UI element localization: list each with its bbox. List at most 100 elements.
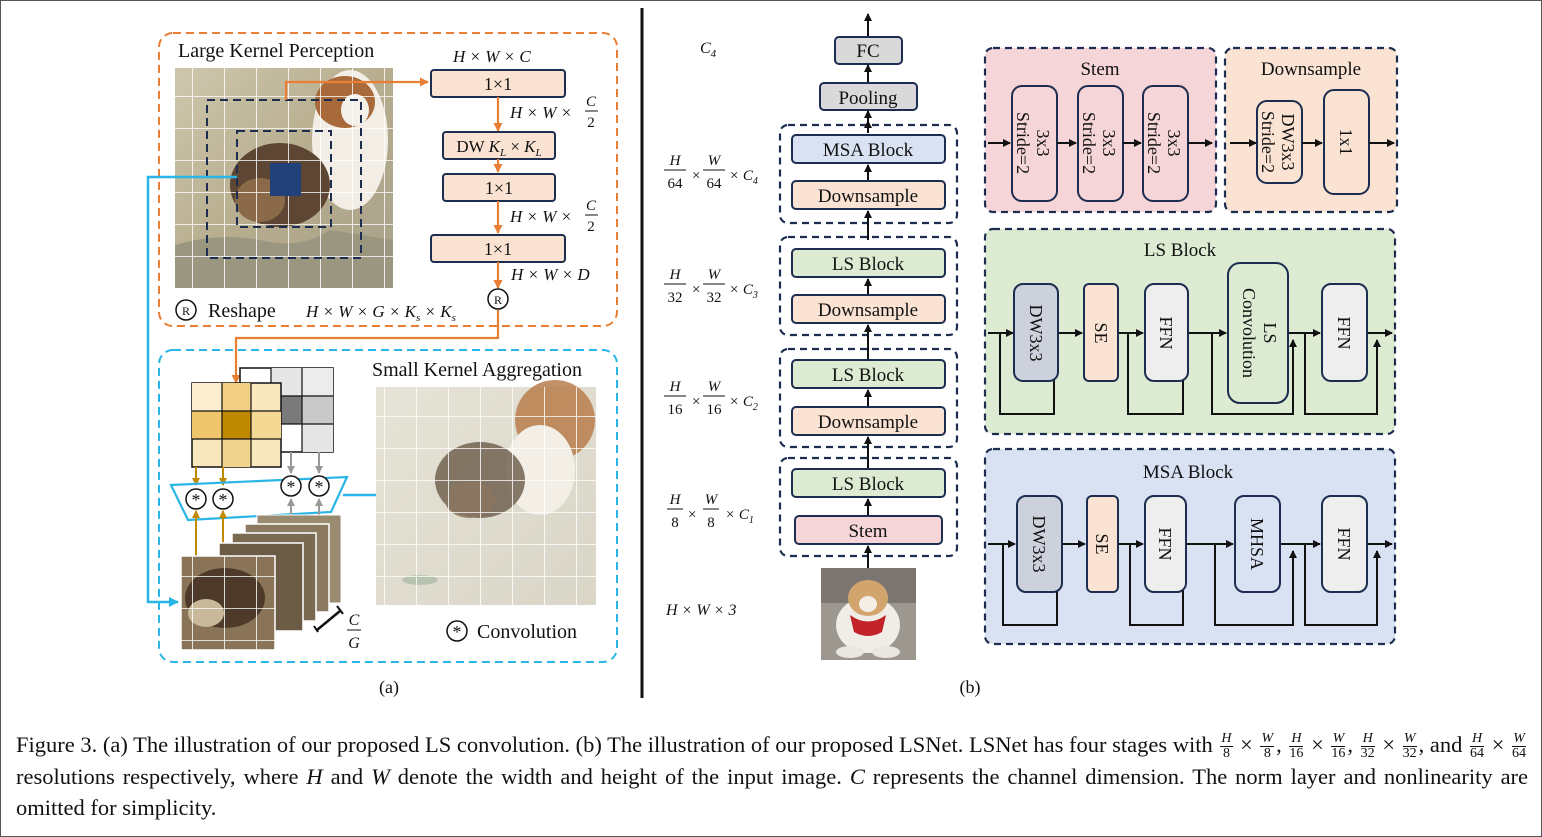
ls-conv-label: LSConvolution (1239, 288, 1280, 378)
conv-legend-icon (446, 620, 468, 642)
svg-text:× C3: × C3 (729, 282, 758, 301)
reshape-op (487, 288, 509, 310)
caption-times: × (1311, 732, 1324, 757)
caption-line1: Figure 3. (a) The illustration of our pr… (16, 732, 1213, 757)
figure-diagram: Large Kernel Perception H × W × C 1×1 H … (146, 8, 1399, 698)
svg-text:8: 8 (707, 515, 715, 531)
svg-text:H: H (669, 492, 682, 508)
conv-1x1-b-label: 1×1 (485, 178, 513, 198)
msa-block-detail-title: MSA Block (1143, 462, 1234, 483)
downsample3-label: Downsample (818, 300, 918, 321)
downsample3-box (791, 294, 946, 324)
caption-var-w: W (371, 764, 390, 790)
conv-op-4 (308, 475, 330, 497)
dim-half-1: H × W × (509, 103, 572, 122)
msa-ffn2-label: FFN (1334, 527, 1354, 560)
dim-stage2: H 16 × W 16 × C2 (664, 379, 758, 418)
panel-b: C4 H 64 × W 64 × C4 H 32 × W 32 × C3 H 1… (664, 13, 1399, 698)
conv-op-3-symbol: * (287, 477, 296, 497)
ls-block1-box (791, 468, 946, 498)
arrow-photo-to-conv (284, 77, 429, 100)
dim-d: H × W × D (510, 265, 590, 284)
bracket-cg-cap (313, 605, 344, 633)
svg-text:H: H (669, 379, 682, 395)
ls-block1-label: LS Block (832, 474, 905, 495)
ls-block3-label: LS Block (832, 254, 905, 275)
pooling-label: Pooling (838, 88, 898, 109)
caption-text2: resolutions respectively, where (16, 764, 299, 790)
conv-legend-label: Convolution (477, 621, 577, 643)
bracket-cg (316, 610, 341, 631)
svg-text:W: W (708, 267, 722, 283)
downsample2-box (791, 406, 946, 436)
conv-op-1-symbol: * (192, 490, 201, 510)
ska-title: Small Kernel Aggregation (372, 359, 582, 381)
dim-input: H × W × 3 (665, 602, 736, 619)
dim-stage3: H 32 × W 32 × C3 (664, 267, 758, 306)
svg-text:×: × (692, 394, 700, 410)
frac-c-1: C (586, 94, 597, 110)
downsample-detail-title: Downsample (1261, 59, 1361, 80)
svg-text:×: × (688, 507, 696, 523)
svg-text:H: H (669, 153, 682, 169)
msa-ffn1-label: FFN (1155, 527, 1175, 560)
msa-block-label: MSA Block (823, 140, 914, 161)
frac-cg-g: G (348, 635, 360, 652)
feature-map-stack (180, 514, 342, 651)
frac-2-1: 2 (587, 115, 595, 131)
arrow-photo-to-features (146, 175, 237, 607)
ls-ffn2-box (1321, 283, 1368, 382)
figure-caption: Figure 3. (a) The illustration of our pr… (16, 729, 1528, 823)
conv-op-3 (280, 475, 302, 497)
panel-a: Large Kernel Perception H × W × C 1×1 H … (146, 32, 618, 698)
ds-conv-1x1-label: 1x1 (1336, 129, 1356, 156)
reshape-legend-label: Reshape (208, 300, 276, 322)
svg-text:16: 16 (707, 402, 723, 418)
msa-mhsa-box (1234, 495, 1281, 593)
ls-ffn1-box (1144, 283, 1189, 382)
svg-text:× C4: × C4 (729, 168, 758, 187)
input-dog-image (821, 568, 916, 660)
caption-times: × (1382, 732, 1396, 757)
svg-text:× C1: × C1 (725, 507, 754, 526)
dw-kl-label: DW KL × KL (456, 137, 541, 159)
conv-legend-symbol: * (453, 622, 462, 642)
caption-text3: and (330, 764, 364, 790)
svg-text:× C2: × C2 (729, 394, 758, 413)
dim-reshape: H × W × G × Ks × Ks (305, 302, 456, 324)
caption-and: , and (1418, 732, 1463, 757)
stem-label: Stem (848, 521, 887, 542)
reshape-legend-symbol: R (182, 304, 190, 318)
downsample4-label: Downsample (818, 186, 918, 207)
svg-text:64: 64 (707, 176, 723, 192)
reshape-op-symbol: R (494, 293, 502, 307)
cat-dog-photo (175, 68, 393, 288)
frac-c-2: C (586, 198, 597, 214)
conv-op-2-symbol: * (219, 490, 228, 510)
dim-c4: C4 (700, 40, 717, 60)
svg-text:32: 32 (707, 290, 722, 306)
dim-half-2: H × W × (509, 207, 572, 226)
caption-times: × (1240, 732, 1253, 757)
svg-text:W: W (705, 492, 719, 508)
conv-op-1 (185, 488, 207, 510)
ls-ffn2-label: FFN (1334, 316, 1354, 349)
msa-dw-label: DW3x3 (1029, 516, 1049, 573)
ls-dw-label: DW3x3 (1026, 305, 1046, 362)
caption-comma: , (1276, 732, 1282, 757)
msa-mhsa-label: MHSA (1247, 518, 1267, 570)
ls-block2-label: LS Block (832, 365, 905, 386)
arrow-reshape-to-weights (231, 310, 500, 384)
caption-text5: represents the channel dimension. The no… (16, 764, 1529, 821)
caption-comma: , (1347, 732, 1354, 757)
caption-var-c: C (849, 764, 865, 790)
conv-op-2 (212, 488, 234, 510)
svg-text:16: 16 (668, 402, 684, 418)
ls-block-detail-title: LS Block (1144, 240, 1217, 261)
lkp-title: Large Kernel Perception (178, 40, 374, 62)
aggregated-output-image (376, 380, 596, 605)
caption-times: × (1491, 732, 1505, 757)
